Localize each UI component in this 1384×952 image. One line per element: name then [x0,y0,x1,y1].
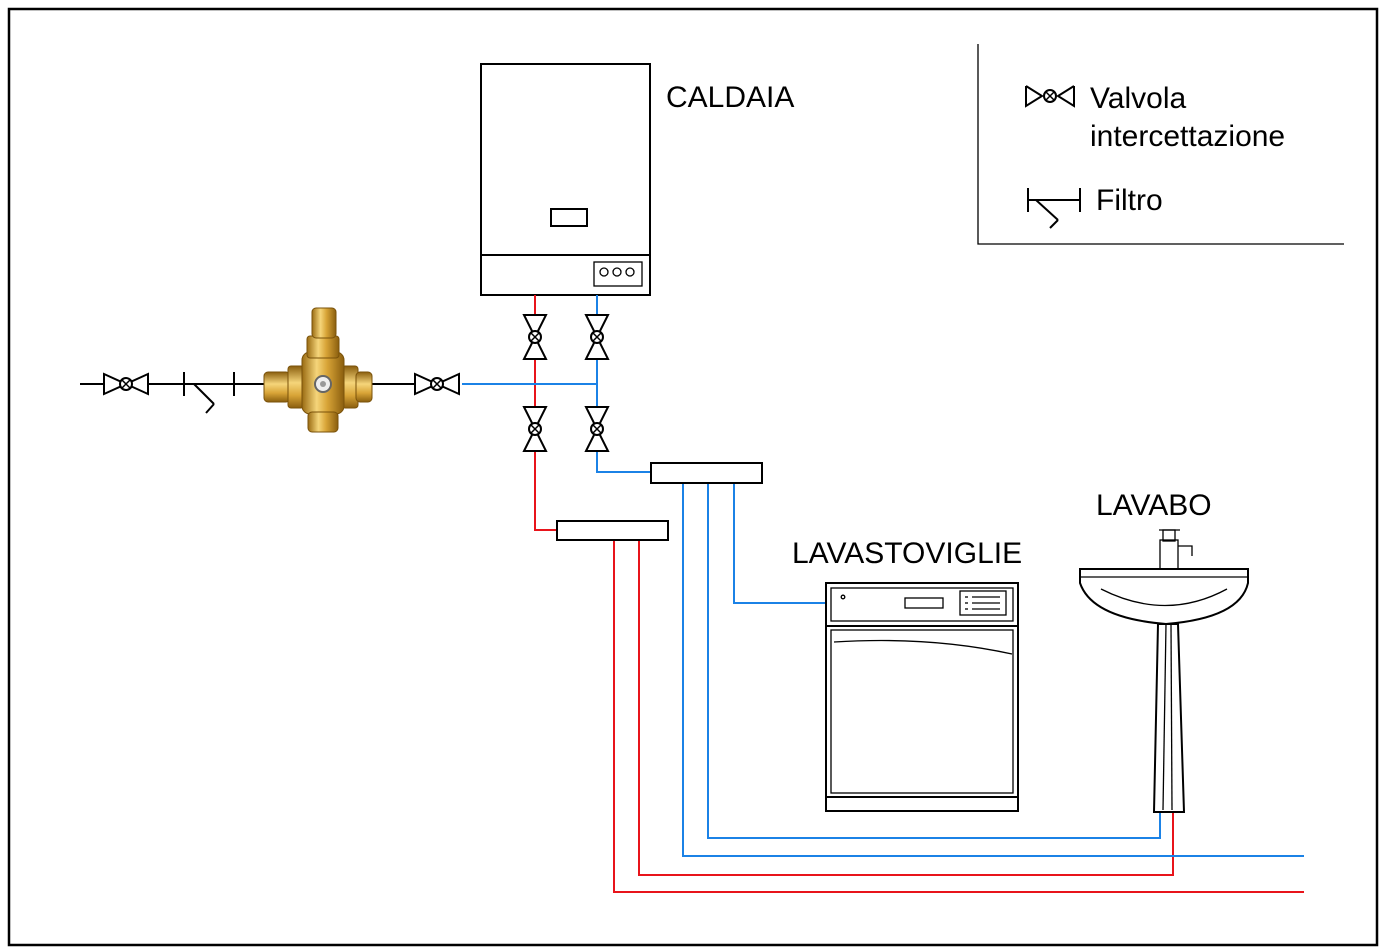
legend-valve-label-2: intercettazione [1090,120,1285,153]
washbasin [1079,529,1249,813]
hot-valve-upper-icon [523,314,547,360]
hot-valve-lower-icon [523,406,547,452]
diagram-frame [7,7,1379,947]
outlet-shutoff-valve-icon [414,373,460,395]
hot-pipes [534,295,1304,893]
washbasin-label: LAVABO [1096,489,1212,522]
boiler [480,63,651,296]
cold-pipes [462,295,1304,857]
legend-filter-icon [1027,188,1081,229]
boiler-control-panel [593,261,643,287]
dishwasher [825,582,1019,812]
legend: Valvola intercettazione Filtro [977,44,1344,245]
legend-valve-label-1: Valvola [1090,82,1186,115]
boiler-label: CALDAIA [666,81,794,114]
pressure-reducer-icon [263,307,373,433]
legend-border [977,44,1344,245]
cold-manifold [650,462,763,484]
legend-valve-icon [1025,85,1075,108]
hot-manifold [556,520,669,541]
filter-icon [183,372,235,414]
cold-valve-upper-icon [585,314,609,360]
faucet-icon [1159,529,1193,570]
cold-valve-lower-icon [585,406,609,452]
boiler-display [550,208,588,227]
legend-filter-label: Filtro [1096,184,1163,217]
inlet-shutoff-valve-icon [103,373,149,395]
dishwasher-label: LAVASTOVIGLIE [792,537,1022,570]
